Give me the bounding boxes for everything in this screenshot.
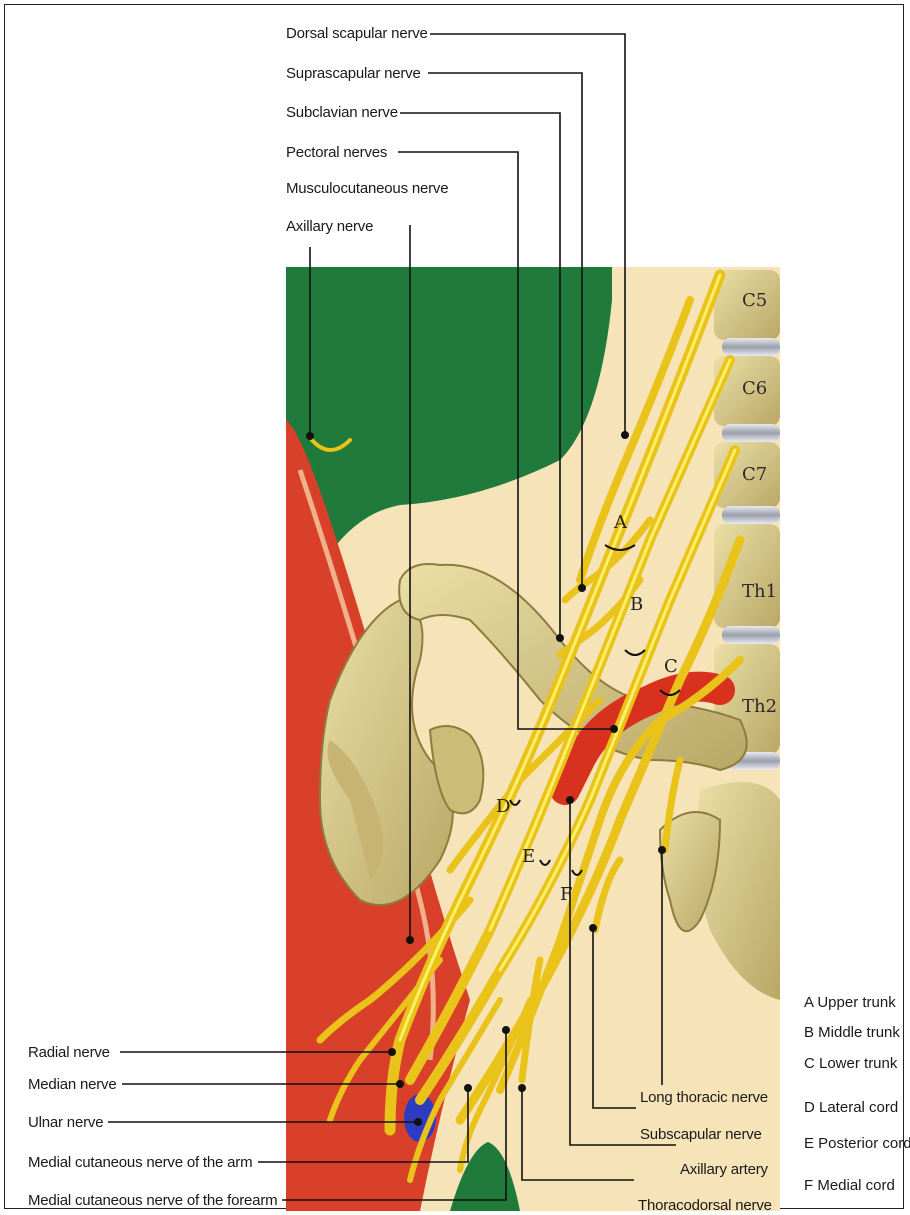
legend-item-e: E Posterior cord xyxy=(804,1135,910,1152)
label-ulnar: Ulnar nerve xyxy=(28,1114,103,1131)
legend-item-f: F Medial cord xyxy=(804,1177,895,1194)
label-subscapular: Subscapular nerve xyxy=(640,1126,762,1143)
segment-e: E xyxy=(522,846,535,867)
label-radial: Radial nerve xyxy=(28,1044,110,1061)
segment-d: D xyxy=(496,796,510,817)
legend-item-b: B Middle trunk xyxy=(804,1024,900,1041)
label-suprascapular: Suprascapular nerve xyxy=(286,65,421,82)
legend-item-a: A Upper trunk xyxy=(804,994,896,1011)
label-pectoral: Pectoral nerves xyxy=(286,144,387,161)
label-musculocutaneous: Musculocutaneous nerve xyxy=(286,180,448,197)
vertebra-th2: Th2 xyxy=(742,696,777,717)
label-long-thoracic: Long thoracic nerve xyxy=(640,1089,768,1106)
legend-item-d: D Lateral cord xyxy=(804,1099,898,1116)
label-med-cut-forearm: Medial cutaneous nerve of the forearm xyxy=(28,1192,277,1209)
vertebra-th1: Th1 xyxy=(742,581,777,602)
label-subclavian: Subclavian nerve xyxy=(286,104,398,121)
top-labels: Dorsal scapular nerve Suprascapular nerv… xyxy=(286,25,448,235)
segment-c: C xyxy=(664,656,678,677)
segment-a: A xyxy=(613,512,628,533)
label-thoracodorsal: Thoracodorsal nerve xyxy=(638,1197,772,1214)
left-labels: Radial nerve Median nerve Ulnar nerve Me… xyxy=(28,1044,277,1209)
label-axillary-artery: Axillary artery xyxy=(680,1161,769,1178)
label-dorsal-scapular: Dorsal scapular nerve xyxy=(286,25,428,42)
vertebra-c6: C6 xyxy=(742,378,767,399)
vertebra-c5: C5 xyxy=(742,290,767,311)
label-axillary-nerve: Axillary nerve xyxy=(286,218,373,235)
legend: A Upper trunk B Middle trunk C Lower tru… xyxy=(804,994,910,1194)
label-median: Median nerve xyxy=(28,1076,117,1093)
legend-item-c: C Lower trunk xyxy=(804,1055,898,1072)
segment-b: B xyxy=(630,594,643,615)
label-med-cut-arm: Medial cutaneous nerve of the arm xyxy=(28,1154,252,1171)
vertebra-c7: C7 xyxy=(742,464,767,485)
